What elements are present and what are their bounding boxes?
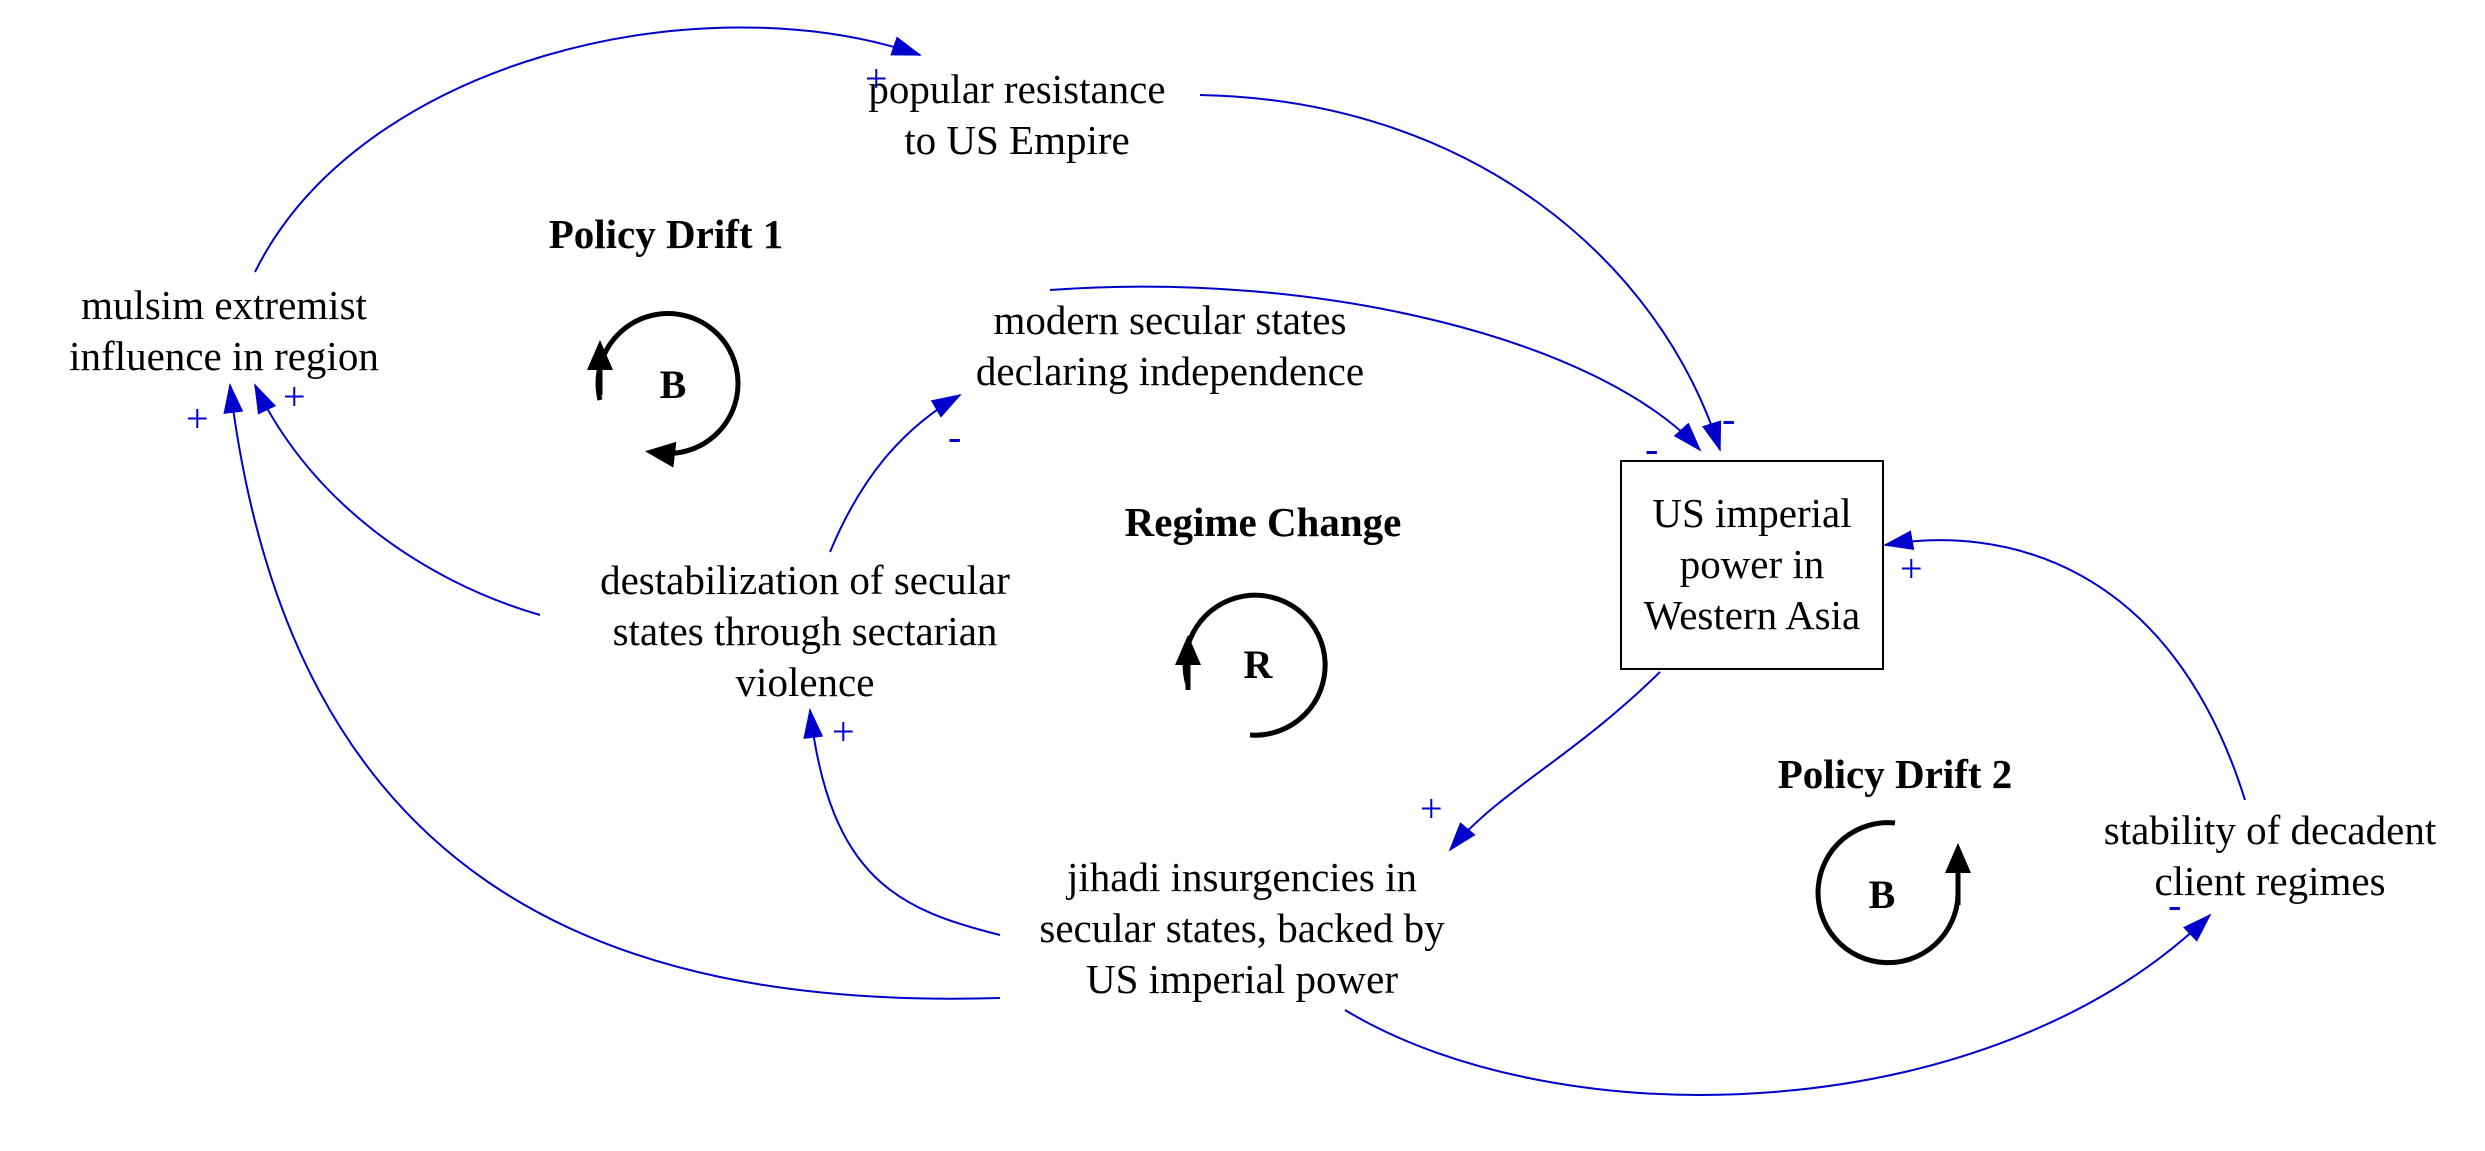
variable-muslim-extremist: mulsim extremist influence in region [69, 282, 379, 379]
link-secular-to-us-power [1049, 285, 1702, 452]
loop-letter-policy-drift-2: B [1869, 872, 1896, 917]
link-stability-to-us-power [1883, 530, 2246, 801]
polarity-stability-us: + [1900, 546, 1923, 591]
variable-modern-secular: modern secular states declaring independ… [975, 297, 1365, 394]
stock-box-us-imperial-power [1620, 460, 1884, 670]
loop-indicator-policy-drift-1: B [587, 310, 741, 468]
link-jihadi-to-stability [1344, 913, 2212, 1096]
link-jihadi-to-extremist [223, 383, 1001, 1000]
link-destab-to-secular [829, 393, 962, 553]
polarity-us-jihadi: + [1420, 786, 1443, 831]
link-jihadi-to-destab [803, 708, 1001, 936]
link-us-power-to-jihadi [1448, 671, 1661, 852]
variable-destabilization: destabilization of secular states throug… [600, 557, 1010, 705]
link-extremist-to-resistance [254, 26, 922, 273]
polarity-resistance-us: - [1722, 396, 1735, 441]
link-destab-to-extremist [254, 383, 541, 616]
polarity-jihadi-destab: + [832, 709, 855, 754]
loop-letter-policy-drift-1: B [660, 362, 687, 407]
polarity-jihadi-stability: - [2168, 882, 2181, 927]
variable-jihadi-insurgencies: jihadi insurgencies in secular states, b… [1039, 854, 1445, 1002]
link-resistance-to-us-power [1199, 94, 1722, 452]
polarity-secular-us: - [1645, 426, 1658, 471]
polarity-jihadi-extremist: + [186, 396, 209, 441]
variable-popular-resistance: popular resistance to US Empire [868, 66, 1166, 163]
variable-stability-client: stability of decadent client regimes [2103, 807, 2437, 904]
polarity-extremist-resistance: + [865, 56, 888, 101]
loop-title-policy-drift-1: Policy Drift 1 [548, 211, 784, 257]
loop-title-regime-change: Regime Change [1124, 499, 1402, 545]
loop-letter-regime-change: R [1244, 642, 1274, 687]
loop-title-policy-drift-2: Policy Drift 2 [1777, 751, 2013, 797]
variable-us-imperial-power: US imperial power in Western Asia [1643, 490, 1861, 638]
loop-indicator-regime-change: R [1175, 592, 1328, 738]
loop-indicator-policy-drift-2: B [1815, 820, 1971, 966]
polarity-destab-secular: - [948, 414, 961, 459]
polarity-destab-extremist: + [283, 374, 306, 419]
